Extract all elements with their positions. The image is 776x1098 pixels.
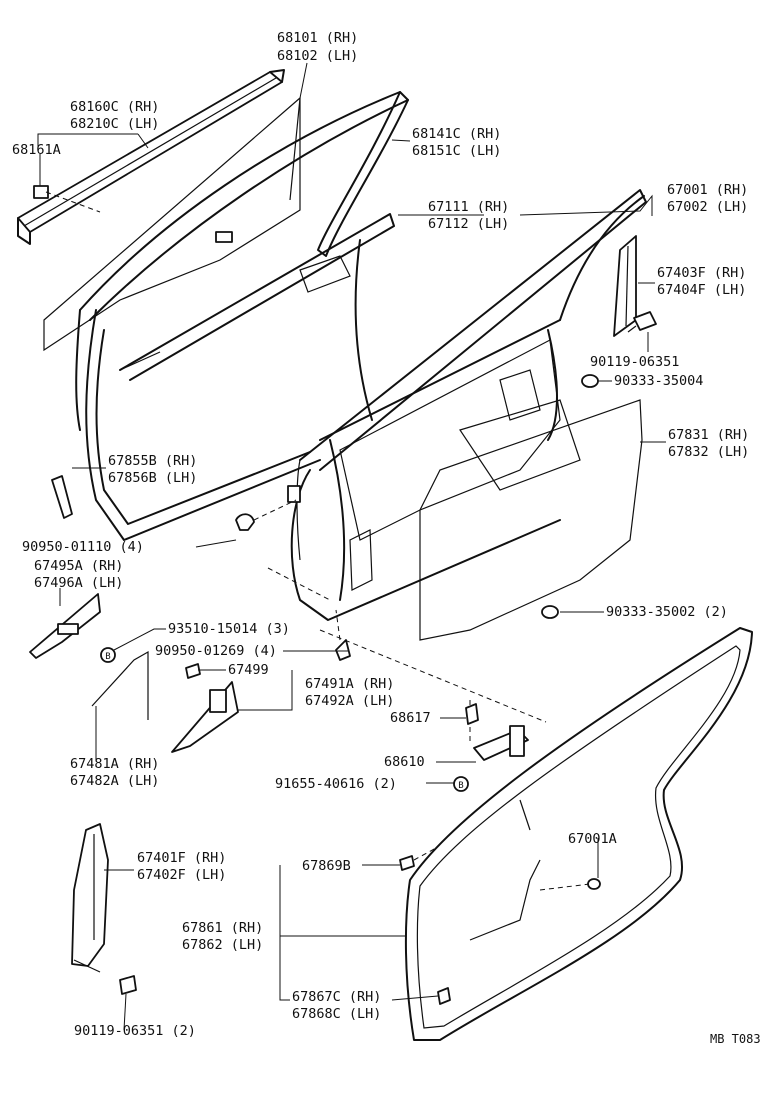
label-68617: 68617 bbox=[390, 710, 431, 726]
label-67404f: 67404F (LH) bbox=[657, 282, 746, 298]
door-hinge bbox=[465, 700, 529, 761]
label-67481a: 67481A (RH) bbox=[70, 756, 159, 772]
label-67867c: 67867C (RH) bbox=[292, 989, 381, 1005]
label-67401f: 67401F (RH) bbox=[137, 850, 226, 866]
label-68161a: 68161A bbox=[12, 142, 61, 158]
label-67499: 67499 bbox=[228, 662, 269, 678]
marker-b-1: B bbox=[100, 647, 116, 663]
hinge-dash-line bbox=[267, 567, 547, 723]
label-67861: 67861 (RH) bbox=[182, 920, 263, 936]
hole-plug-top bbox=[581, 374, 599, 388]
screw bbox=[185, 663, 201, 679]
lower-clip bbox=[437, 987, 451, 1005]
label-90950-01269: 90950-01269 (4) bbox=[155, 643, 277, 659]
frame-moulding bbox=[613, 235, 637, 337]
label-67495a: 67495A (RH) bbox=[34, 558, 123, 574]
label-67855b: 67855B (RH) bbox=[108, 453, 197, 469]
label-67111: 67111 (RH) bbox=[428, 199, 509, 215]
label-67112: 67112 (LH) bbox=[428, 216, 509, 232]
label-90950-01110: 90950-01110 (4) bbox=[22, 539, 144, 555]
label-67001: 67001 (RH) bbox=[667, 182, 748, 198]
label-67402f: 67402F (LH) bbox=[137, 867, 226, 883]
clip-top bbox=[235, 513, 255, 531]
outer-panel-frame bbox=[85, 213, 395, 541]
label-67862: 67862 (LH) bbox=[182, 937, 263, 953]
door-plug bbox=[587, 878, 601, 890]
label-67868c: 67868C (LH) bbox=[292, 1006, 381, 1022]
corner-trim-sheet bbox=[91, 650, 149, 720]
bolt-bottom bbox=[119, 975, 137, 995]
label-90119-06351: 90119-06351 bbox=[590, 354, 679, 370]
label-67856b: 67856B (LH) bbox=[108, 470, 197, 486]
diagram-code: MB T083 bbox=[710, 1032, 761, 1046]
seal-piece bbox=[51, 475, 73, 519]
weatherstrip-clip bbox=[399, 855, 415, 871]
label-68610: 68610 bbox=[384, 754, 425, 770]
leader-lines bbox=[37, 62, 666, 1031]
belt-clip bbox=[33, 185, 101, 213]
label-68160c: 68160C (RH) bbox=[70, 99, 159, 115]
label-67869b: 67869B bbox=[302, 858, 351, 874]
mirror-cover bbox=[29, 593, 101, 659]
bolt-top bbox=[627, 311, 657, 333]
label-67831: 67831 (RH) bbox=[668, 427, 749, 443]
label-93510-15014: 93510-15014 (3) bbox=[168, 621, 290, 637]
label-90333-35004: 90333-35004 bbox=[614, 373, 703, 389]
label-68102: 68102 (LH) bbox=[277, 48, 358, 64]
pillar-trim bbox=[71, 823, 109, 973]
svg-text:B: B bbox=[105, 652, 110, 662]
label-67001a: 67001A bbox=[568, 831, 617, 847]
label-68151c: 68151C (LH) bbox=[412, 143, 501, 159]
label-67002: 67002 (LH) bbox=[667, 199, 748, 215]
door-weatherstrip bbox=[404, 627, 753, 1041]
corner-trim bbox=[171, 681, 239, 753]
label-68210c: 68210C (LH) bbox=[70, 116, 159, 132]
label-67403f: 67403F (RH) bbox=[657, 265, 746, 281]
label-68101: 68101 (RH) bbox=[277, 30, 358, 46]
label-67832: 67832 (LH) bbox=[668, 444, 749, 460]
label-91655-40616: 91655-40616 (2) bbox=[275, 776, 397, 792]
hole-plug-bottom bbox=[541, 605, 559, 619]
service-hole-cover bbox=[419, 399, 643, 641]
label-67491a: 67491A (RH) bbox=[305, 676, 394, 692]
label-90333-35002: 90333-35002 (2) bbox=[606, 604, 728, 620]
label-90119-06351-2: 90119-06351 (2) bbox=[74, 1023, 196, 1039]
grommet bbox=[335, 639, 351, 661]
label-67496a: 67496A (LH) bbox=[34, 575, 123, 591]
label-68141c: 68141C (RH) bbox=[412, 126, 501, 142]
inner-door-panel bbox=[287, 189, 647, 621]
outer-belt-moulding bbox=[17, 69, 285, 245]
svg-text:B: B bbox=[458, 781, 463, 791]
marker-b-2: B bbox=[453, 776, 469, 792]
label-67482a: 67482A (LH) bbox=[70, 773, 159, 789]
label-67492a: 67492A (LH) bbox=[305, 693, 394, 709]
